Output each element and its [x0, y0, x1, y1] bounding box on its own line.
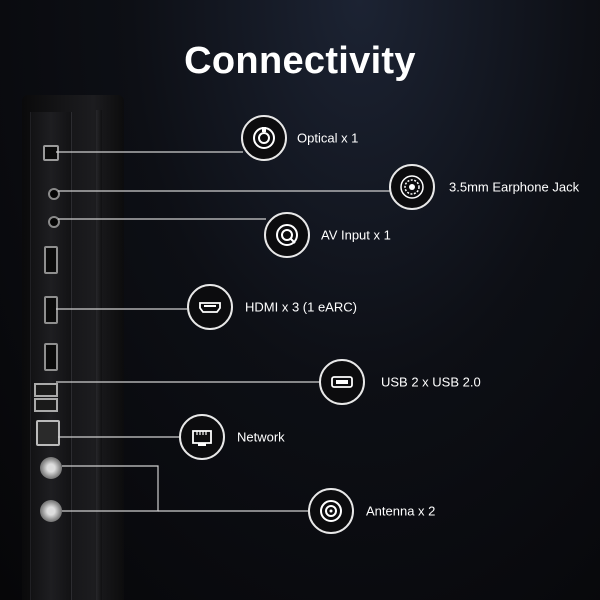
- av-input-icon: [276, 224, 298, 246]
- network-icon: [192, 430, 212, 446]
- usb-label: USB 2 x USB 2.0: [381, 374, 481, 390]
- optical-port: [43, 145, 59, 161]
- av-port: [48, 216, 60, 228]
- earphone-jack-icon: [400, 175, 424, 199]
- usb-badge: [319, 359, 365, 405]
- earphone-port: [48, 188, 60, 200]
- antenna-icon: [320, 500, 342, 522]
- hdmi-icon: [199, 302, 221, 313]
- usb-icon: [331, 376, 353, 388]
- optical-label: Optical x 1: [297, 130, 359, 146]
- tv-panel-edge: [96, 110, 102, 600]
- earphone-badge: [389, 164, 435, 210]
- antenna-port: [40, 500, 62, 522]
- hdmi-label: HDMI x 3 (1 eARC): [245, 299, 357, 315]
- network-label: Network: [237, 429, 285, 445]
- av-label: AV Input x 1: [321, 227, 391, 243]
- hdmi-port: [44, 246, 58, 274]
- usb-port: [34, 398, 58, 412]
- antenna-label: Antenna x 2: [366, 503, 436, 519]
- hdmi-port: [44, 296, 58, 324]
- antenna-badge: [308, 488, 354, 534]
- hdmi-badge: [187, 284, 233, 330]
- optical-icon: [253, 127, 275, 149]
- network-badge: [179, 414, 225, 460]
- hdmi-port: [44, 343, 58, 371]
- earphone-label: 3.5mm Earphone Jack: [449, 179, 580, 195]
- optical-badge: [241, 115, 287, 161]
- usb-port: [34, 383, 58, 397]
- av-badge: [264, 212, 310, 258]
- page-title: Connectivity: [184, 40, 416, 82]
- network-port: [36, 420, 60, 446]
- antenna-port: [40, 457, 62, 479]
